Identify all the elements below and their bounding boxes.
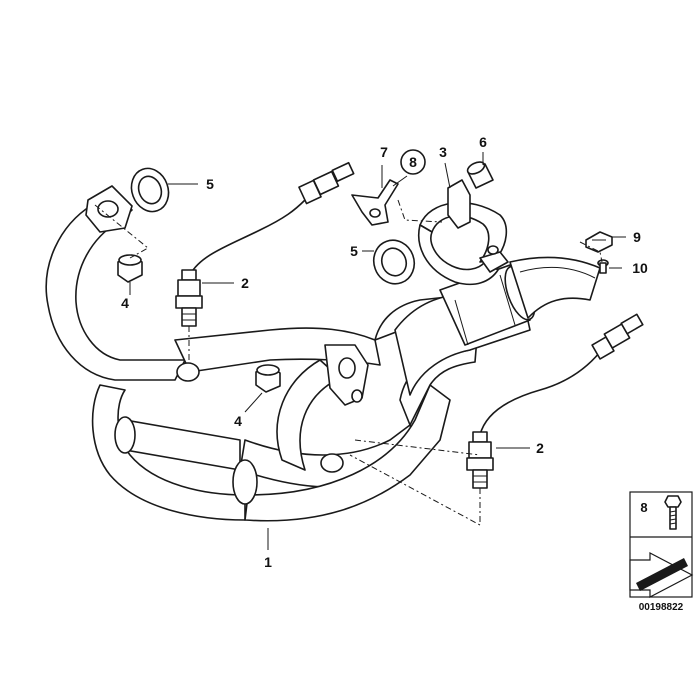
circled-ref-ring <box>400 149 426 175</box>
callout-nut-center: 4 <box>234 413 242 429</box>
callout-screw: 10 <box>632 260 648 276</box>
callout-circled-ref: 8 <box>409 154 417 170</box>
gasket-center <box>372 239 416 285</box>
callout-labels: 2 5 4 5 7 3 6 9 10 2 4 1 8 <box>121 134 648 570</box>
oxygen-sensor-lower <box>466 313 644 489</box>
drawing-code: 00198822 <box>639 602 684 613</box>
callout-exhaust-manifold: 1 <box>264 554 272 570</box>
callout-nut-left: 4 <box>121 295 129 311</box>
bracket <box>351 179 399 226</box>
leader-lines <box>129 152 626 550</box>
legend-box: 8 <box>629 491 694 598</box>
clamp <box>418 179 509 286</box>
callout-bracket: 7 <box>380 144 388 160</box>
sleeve <box>466 161 494 189</box>
callout-clamp: 3 <box>439 144 447 160</box>
gasket-upper <box>130 167 170 213</box>
nut-center <box>255 364 281 393</box>
callout-gasket-center: 5 <box>350 243 358 259</box>
arrow-icon <box>629 552 694 598</box>
callout-sleeve: 6 <box>479 134 487 150</box>
legend-number: 8 <box>640 500 647 515</box>
exhaust-manifold <box>45 185 601 522</box>
callout-oxygen-sensor-lower: 2 <box>536 440 544 456</box>
screw <box>597 259 609 274</box>
oxygen-sensor-upper <box>175 161 355 327</box>
alignment-lines <box>94 199 603 526</box>
clip <box>585 231 613 253</box>
callout-oxygen-sensor-upper: 2 <box>241 275 249 291</box>
callout-clip: 9 <box>633 229 641 245</box>
callout-gasket-upper: 5 <box>206 176 214 192</box>
bolt-icon <box>664 495 682 530</box>
nut-left <box>117 254 143 283</box>
